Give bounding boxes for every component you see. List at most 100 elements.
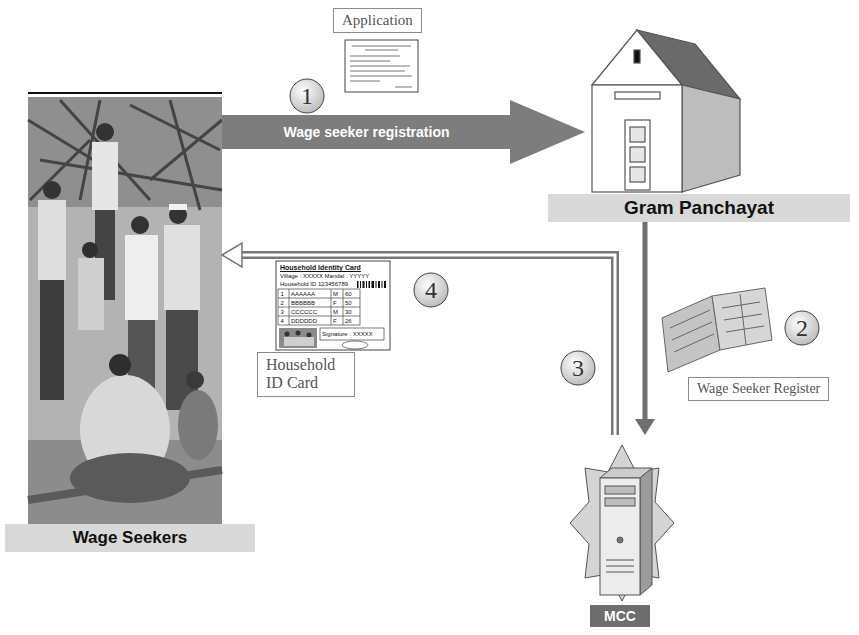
card-title: Household Identity Card bbox=[280, 264, 361, 271]
caption-box: Wage Seeker Register bbox=[688, 377, 829, 401]
household-id-card-icon-part-part bbox=[382, 281, 383, 288]
callout-number: 1 bbox=[301, 84, 313, 108]
application-form-icon bbox=[345, 40, 418, 92]
wage-seekers-photo-part bbox=[109, 354, 131, 376]
household-id-card-icon-part-part bbox=[331, 289, 332, 325]
callout-number: 2 bbox=[796, 316, 808, 340]
wage-seekers-photo-part bbox=[43, 181, 61, 199]
node-label: Household ID Card bbox=[266, 356, 346, 393]
household-id-card-icon-part-part bbox=[278, 289, 360, 325]
node-label: MCC bbox=[590, 605, 650, 627]
panchayat-building bbox=[592, 30, 740, 192]
application-form-icon-part-part bbox=[350, 81, 380, 82]
wage-seekers-photo-part bbox=[28, 97, 222, 525]
application-form-icon-part-part bbox=[350, 56, 400, 57]
node-label: Gram Panchayat bbox=[548, 194, 850, 222]
computer-node: MCC bbox=[575, 435, 665, 627]
table-cell: CCCCCC bbox=[291, 309, 317, 315]
register-book-icon-part bbox=[662, 296, 720, 372]
card-field: Household ID 123456789 bbox=[280, 281, 348, 287]
arrow-head bbox=[510, 100, 585, 164]
household-id-card-icon-part-part bbox=[342, 341, 368, 349]
table-cell: F bbox=[333, 318, 337, 324]
arrow-label: Wage seeker registration bbox=[280, 123, 454, 141]
wage-seekers-photo-part bbox=[96, 123, 114, 141]
caption-box: Household ID Card bbox=[257, 352, 355, 397]
arrow-shaft bbox=[222, 115, 511, 149]
household-id-card-icon-part-part bbox=[278, 316, 360, 317]
table-cell: 26 bbox=[345, 318, 352, 324]
arrow-shaft bbox=[241, 255, 615, 435]
panchayat-building-part bbox=[592, 85, 682, 192]
household-id-card-icon-part-part bbox=[320, 328, 384, 340]
callout-number: 4 bbox=[425, 278, 437, 302]
application-form-icon-part-part bbox=[352, 46, 411, 47]
application-form-icon-part-part bbox=[350, 61, 390, 62]
wage-seekers-photo-part bbox=[131, 216, 149, 234]
household-id-card-icon-part-part bbox=[384, 281, 386, 288]
table-cell: 4 bbox=[281, 318, 284, 324]
household-id-card-icon-part-part bbox=[360, 281, 361, 288]
wage-seekers-photo-part-part bbox=[150, 120, 222, 180]
mcc-computer-part bbox=[570, 445, 674, 601]
table-cell: F bbox=[333, 300, 337, 306]
wage-seekers-photo-part-part bbox=[40, 160, 222, 190]
household-id-card-icon-part-part bbox=[363, 281, 365, 288]
flow-arrow bbox=[635, 222, 655, 435]
table-cell: 50 bbox=[345, 300, 352, 306]
application-form-icon-part bbox=[350, 46, 412, 87]
household-id-card-icon-part-part bbox=[343, 289, 344, 325]
application-form-icon-part bbox=[345, 40, 418, 92]
callout-circle-part bbox=[785, 311, 819, 345]
callout-circle-part bbox=[561, 351, 595, 385]
register-book-icon-part bbox=[740, 294, 746, 345]
wage-seekers-photo-part bbox=[28, 97, 222, 207]
flow-arrow bbox=[222, 100, 585, 164]
household-id-card-icon-part-part bbox=[376, 281, 377, 288]
register-book-icon-part bbox=[674, 334, 714, 352]
callout-circle-part bbox=[290, 79, 324, 113]
node-label: Wage Seeker Register bbox=[697, 381, 820, 397]
wage-seekers-photo-part bbox=[40, 280, 64, 400]
arrow-head bbox=[222, 243, 242, 267]
household-id-card-icon-part bbox=[285, 332, 290, 337]
table-cell: 30 bbox=[345, 309, 352, 315]
table-cell: AAAAAA bbox=[291, 291, 315, 297]
panchayat-building-part bbox=[592, 30, 682, 85]
wage-seekers-photo-part bbox=[82, 242, 98, 258]
node-label: Wage Seekers bbox=[5, 524, 255, 552]
household-id-card-icon-part-part bbox=[369, 281, 371, 288]
callout-circle-part bbox=[414, 273, 448, 307]
household-id-card-icon-part bbox=[307, 333, 312, 338]
wage-seekers-photo-part bbox=[28, 100, 222, 210]
table-cell: 1 bbox=[281, 291, 284, 297]
mcc-computer-part bbox=[606, 560, 634, 561]
wage-seekers-photo-part bbox=[78, 258, 104, 330]
card-field: Village : XXXXX Mandal : YYYYY bbox=[280, 273, 369, 279]
wage-seekers-photo-part bbox=[178, 390, 218, 460]
table-cell: 60 bbox=[345, 291, 352, 297]
mcc-computer bbox=[570, 445, 674, 601]
panchayat-building-part bbox=[630, 147, 645, 162]
wage-seekers-photo bbox=[28, 93, 222, 525]
household-id-card-icon-part bbox=[284, 337, 314, 346]
household-id-card-icon-part-part bbox=[366, 281, 367, 288]
household-id-card-icon-part bbox=[296, 331, 301, 336]
household-id-card-icon bbox=[276, 261, 390, 350]
application-form-icon-part-part bbox=[395, 87, 412, 88]
mcc-computer-part bbox=[605, 498, 635, 506]
household-id-card-icon-part bbox=[278, 289, 384, 349]
household-id-card-icon-part bbox=[357, 281, 386, 288]
card-field: Signature : XXXXX bbox=[322, 331, 373, 337]
panchayat-building-part bbox=[625, 120, 650, 190]
table-cell: 2 bbox=[281, 300, 284, 306]
caption-box: Application bbox=[333, 8, 422, 33]
household-id-card-icon-part-part bbox=[278, 307, 360, 308]
wage-seekers-photo-part bbox=[92, 142, 118, 210]
household-id-card-icon-part bbox=[276, 261, 390, 350]
arrow-shaft bbox=[643, 222, 648, 420]
arrow-shaft bbox=[241, 255, 615, 435]
register-book-icon-part bbox=[726, 326, 764, 332]
